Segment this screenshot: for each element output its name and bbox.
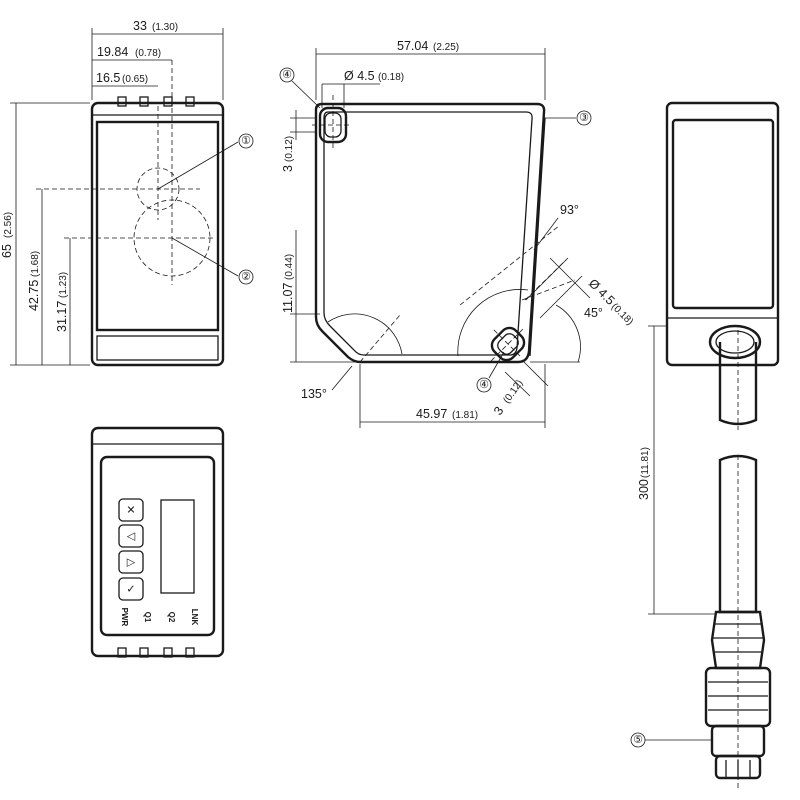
angle-45: 45° (584, 306, 603, 320)
bottom-width-in: (1.81) (452, 410, 478, 421)
panel-housing (90, 426, 225, 658)
bottom-width-mm: 45.97 (416, 407, 447, 421)
right-optics-window (671, 118, 775, 310)
panel-bottom-pins (117, 647, 195, 658)
panel-face (99, 455, 216, 637)
cancel-button[interactable]: ✕ (118, 498, 144, 522)
front-height-mm: 65 (0, 244, 14, 258)
axis-1-height-mm: 42.75 (27, 280, 41, 311)
front-label-strip (96, 335, 219, 361)
cable-length-in: (11.81) (640, 447, 651, 478)
front-height-in: (2.56) (3, 212, 14, 238)
panel-display (160, 499, 195, 594)
callout-4-top-circle (279, 67, 295, 83)
left-arrow-icon: ◁ (127, 530, 136, 543)
side-housing-outline (314, 102, 546, 364)
right-arrow-icon: ▷ (127, 556, 136, 569)
cable-gland (708, 324, 762, 360)
callout-5-circle (630, 732, 646, 748)
axis-2-height-mm: 31.17 (55, 301, 69, 332)
hole-diameter-bottom-in: (0.18) (609, 301, 635, 327)
callout-5-label: ⑤ (633, 734, 643, 746)
front-width-mm: 33 (133, 19, 147, 33)
callout-4-bottom-circle (476, 377, 492, 393)
callout-1-circle (238, 133, 254, 149)
led-label-pwr: PWR (120, 608, 129, 627)
callout-4-top-label: ④ (282, 69, 292, 81)
front-optics-window (95, 120, 220, 332)
confirm-button[interactable]: ✓ (118, 577, 144, 601)
right-button[interactable]: ▷ (118, 550, 144, 574)
cancel-icon: ✕ (126, 504, 135, 517)
lower-height-in: (0.44) (284, 254, 295, 280)
confirm-icon: ✓ (126, 583, 135, 596)
callout-4-bottom-label: ④ (479, 379, 489, 391)
mounting-hole-bottom (490, 326, 526, 362)
callout-2-label: ② (241, 271, 251, 283)
angle-93: 93° (560, 203, 579, 217)
front-width-in: (1.30) (152, 22, 178, 33)
front-housing (90, 101, 225, 367)
callout-3-circle (576, 110, 592, 126)
angle-135: 135° (301, 387, 327, 401)
hole-offset-bottom-in: (0.12) (501, 378, 525, 406)
pin-offset-1-in: (0.78) (135, 48, 161, 59)
hole-offset-top-mm: 3 (281, 165, 295, 172)
right-housing (665, 101, 780, 367)
callout-3-label: ③ (579, 112, 589, 124)
axis-2-height-in: (1.23) (58, 272, 69, 298)
front-top-pins (117, 96, 195, 107)
pin-offset-1-mm: 19.84 (97, 45, 128, 59)
left-button[interactable]: ◁ (118, 524, 144, 548)
lower-height-mm: 11.07 (281, 283, 295, 313)
pin-offset-2-in: (0.65) (122, 74, 148, 85)
side-view: 57.04 (2.25) Ø 4.5 (0.18) ④ 3 (0.12) 11.… (279, 39, 635, 428)
pin-offset-2-mm: 16.5 (96, 71, 120, 85)
axis-1-height-in: (1.68) (30, 251, 41, 277)
led-label-lnk: LNK (190, 609, 199, 626)
hole-offset-top-in: (0.12) (284, 136, 295, 162)
callout-2-circle (238, 269, 254, 285)
hole-diameter-top-in: (0.18) (378, 72, 404, 83)
right-view (665, 101, 780, 367)
front-view: 33 (1.30) 19.84 (0.78) 16.5 (0.65) 65 (2… (0, 19, 254, 367)
cable-length-mm: 300 (637, 479, 651, 500)
led-label-q2: Q2 (167, 612, 176, 623)
cable-lower (718, 454, 758, 614)
side-width-in: (2.25) (433, 42, 459, 53)
cable-upper (718, 342, 758, 426)
side-width-mm: 57.04 (397, 39, 428, 53)
m12-connector (704, 610, 772, 780)
led-label-q1: Q1 (143, 612, 152, 623)
hole-offset-bottom-mm: 3 (491, 404, 506, 418)
cable-view: 300 (11.81) ⑤ (630, 325, 772, 790)
callout-1-label: ① (241, 135, 251, 147)
control-panel-view: ✕ ◁ ▷ ✓ PWR Q1 Q2 LNK (90, 426, 225, 658)
hole-diameter-top: Ø 4.5 (344, 69, 375, 83)
hole-diameter-bottom: Ø 4.5 (586, 276, 618, 308)
